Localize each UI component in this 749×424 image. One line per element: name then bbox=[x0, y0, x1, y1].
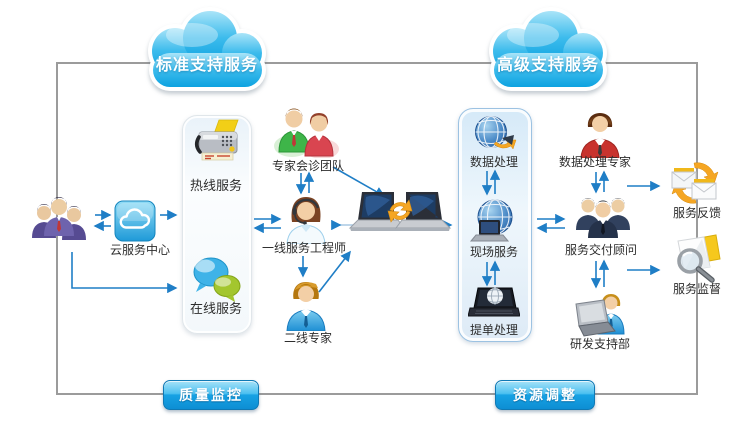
service-supervision-label: 服务监督 bbox=[672, 282, 721, 296]
blue-expert-icon bbox=[286, 282, 326, 332]
laptops-sync-icon bbox=[348, 192, 452, 231]
delivery-consultant-label: 服务交付顾问 bbox=[564, 243, 637, 257]
delivery-consultant-node bbox=[572, 192, 634, 240]
service-feedback-label: 服务反馈 bbox=[672, 206, 721, 220]
hotline-label: 热线服务 bbox=[189, 179, 242, 194]
expert-team-node bbox=[272, 106, 340, 159]
cloud-advanced-support: 高级支持服务 bbox=[478, 5, 618, 97]
cloud-standard-label: 标准支持服务 bbox=[155, 55, 258, 74]
ticket-processing-node bbox=[467, 286, 521, 326]
service-supervision-node bbox=[668, 233, 724, 283]
headset-engineer-icon bbox=[286, 197, 326, 245]
sync-laptops-node bbox=[348, 188, 452, 246]
cloud-app-icon bbox=[114, 200, 156, 242]
frontline-engineer-label: 一线服务工程师 bbox=[261, 241, 346, 255]
second-line-expert-label: 二线专家 bbox=[283, 331, 332, 345]
cloud-service-center-label: 云服务中心 bbox=[109, 243, 170, 257]
fax-phone-icon bbox=[194, 119, 239, 161]
online-service-node bbox=[190, 254, 242, 302]
quality-monitoring-badge: 质量监控 bbox=[163, 380, 259, 410]
magnifier-docs-icon bbox=[677, 234, 721, 283]
ticket-processing-label: 提单处理 bbox=[469, 323, 518, 337]
cloud-advanced-label: 高级支持服务 bbox=[496, 55, 599, 74]
developer-laptop-icon bbox=[575, 294, 625, 337]
resource-adjustment-badge: 资源调整 bbox=[495, 380, 595, 410]
service-feedback-node bbox=[668, 160, 722, 206]
online-service-label: 在线服务 bbox=[189, 302, 242, 317]
customers-node bbox=[28, 196, 90, 248]
frontline-engineer-node bbox=[283, 196, 329, 245]
hotline-node bbox=[194, 118, 242, 170]
data-processing-expert-node bbox=[578, 112, 622, 159]
quality-monitoring-label: 质量监控 bbox=[179, 388, 243, 404]
rnd-support-node bbox=[570, 292, 632, 338]
data-processing-expert-label: 数据处理专家 bbox=[558, 155, 631, 169]
onsite-service-node bbox=[467, 198, 521, 244]
dark-laptop-globe-icon bbox=[467, 287, 521, 317]
rnd-support-label: 研发支持部 bbox=[569, 337, 630, 351]
mail-sync-icon bbox=[671, 162, 719, 204]
red-suit-expert-icon bbox=[580, 113, 620, 159]
resource-adjustment-label: 资源调整 bbox=[513, 388, 577, 404]
customers-group-icon bbox=[32, 197, 86, 240]
globe-arrow-icon bbox=[475, 115, 517, 150]
expert-team-label: 专家会诊团队 bbox=[271, 159, 344, 173]
data-processing-node bbox=[470, 114, 518, 156]
cloud-standard-support: 标准支持服务 bbox=[137, 5, 277, 97]
two-experts-icon bbox=[274, 108, 339, 159]
second-line-expert-node bbox=[284, 281, 328, 332]
globe-laptop-icon bbox=[469, 199, 513, 242]
chat-bubbles-icon bbox=[193, 257, 241, 302]
onsite-service-label: 现场服务 bbox=[469, 245, 518, 259]
data-processing-label: 数据处理 bbox=[469, 155, 518, 169]
cloud-service-center-node bbox=[114, 200, 156, 242]
consultants-group-icon bbox=[576, 198, 630, 238]
